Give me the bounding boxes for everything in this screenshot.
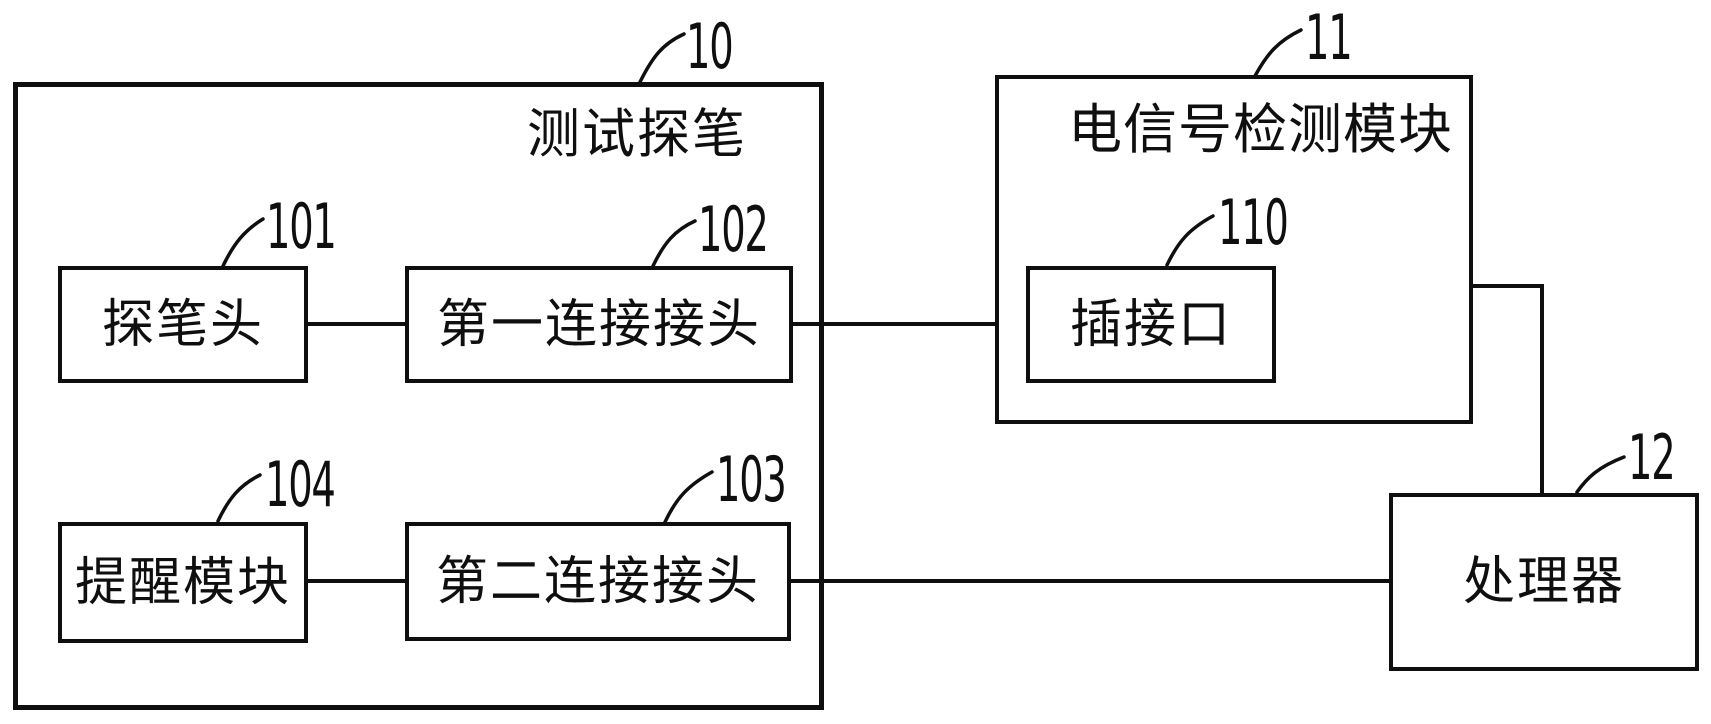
leader-line-ref-12	[1575, 455, 1626, 494]
box-plug-interface: 插接口	[1026, 266, 1276, 383]
connector-first-connector-to-signal-module	[792, 322, 997, 326]
first-connector-label: 第一连接接头	[436, 294, 761, 355]
probe-head-label: 探笔头	[101, 294, 264, 355]
ref-num-12: 12	[1628, 421, 1676, 494]
test-probe-title: 测试探笔	[527, 104, 747, 165]
connector-signal-module-to-processor-vertical	[1540, 284, 1544, 495]
ref-num-10: 10	[686, 10, 734, 83]
connector-signal-module-to-processor-horizontal	[1471, 284, 1544, 288]
box-signal-detection-module	[995, 75, 1473, 424]
box-first-connector: 第一连接接头	[405, 266, 793, 383]
box-probe-head: 探笔头	[58, 266, 308, 383]
signal-detection-module-title: 电信号检测模块	[1068, 98, 1453, 161]
box-test-probe	[13, 82, 824, 710]
leader-line-ref-11	[1253, 28, 1303, 78]
ref-num-11: 11	[1305, 1, 1353, 74]
ref-num-104: 104	[265, 448, 336, 521]
reminder-module-label: 提醒模块	[74, 552, 291, 613]
plug-interface-label: 插接口	[1069, 294, 1232, 355]
box-reminder-module: 提醒模块	[58, 522, 308, 643]
box-processor: 处理器	[1389, 493, 1699, 671]
ref-num-101: 101	[266, 190, 337, 263]
connector-second-connector-to-processor	[789, 579, 1391, 583]
connector-reminder-to-second-connector	[307, 579, 407, 583]
ref-num-102: 102	[698, 193, 769, 266]
connector-probe-head-to-first-connector	[307, 322, 407, 326]
box-second-connector: 第二连接接头	[405, 522, 791, 641]
ref-num-103: 103	[716, 443, 787, 516]
leader-line-ref-10	[638, 32, 686, 84]
ref-num-110: 110	[1218, 186, 1289, 259]
second-connector-label: 第二连接接头	[435, 551, 760, 612]
processor-label: 处理器	[1462, 552, 1625, 612]
